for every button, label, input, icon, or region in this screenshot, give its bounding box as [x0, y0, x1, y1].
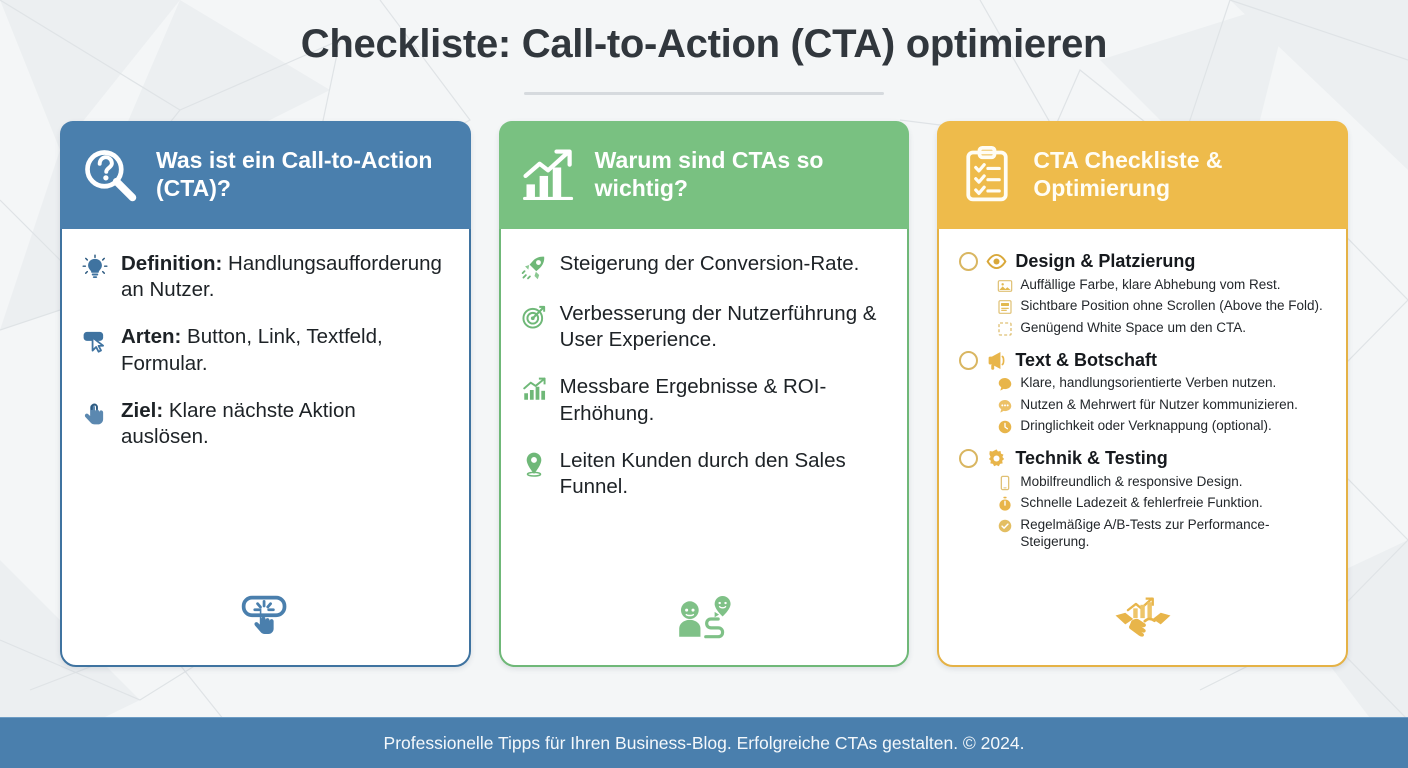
card-importance: Warum sind CTAs so wichtig? Steigerung d…: [498, 121, 910, 667]
list-item-body: Klare nächste Aktion auslösen.: [121, 398, 356, 449]
card-footer-icon-area: [939, 589, 1346, 665]
checklist-section-header: Text & Botschaft: [959, 350, 1326, 371]
card-title: Was ist ein Call-to-Action (CTA)?: [156, 147, 433, 201]
list-item: Ziel: Klare nächste Aktion auslösen.: [82, 398, 449, 450]
tap-hand-icon: [84, 403, 104, 425]
title-divider: [524, 92, 884, 95]
list-item-text: Leiten Kunden durch den Sales Funnel.: [559, 448, 846, 499]
card-title: Warum sind CTAs so wichtig?: [594, 147, 824, 201]
checklist-section: Text & Botschaft Klare, handlungsorienti…: [959, 350, 1326, 436]
checkbox-circle[interactable]: [959, 350, 979, 370]
checklist-subitem: Klare, handlungsorientierte Verben nutze…: [997, 374, 1326, 392]
list-item: Definition: Handlungsaufforderung an Nut…: [82, 251, 449, 303]
checklist-section-title: Technik & Testing: [1015, 448, 1168, 468]
magnifier-question-icon: [85, 150, 137, 202]
checklist-subitem-text: Auffällige Farbe, klare Abhebung vom Res…: [1020, 276, 1281, 292]
card-footer-icon-area: [62, 589, 469, 665]
list-item-body: Button, Link, Textfeld, Formular.: [121, 325, 383, 375]
checklist-subitem: Mobilfreundlich & responsive Design.: [997, 473, 1326, 491]
list-item: Verbesserung der Nutzerführung & User Ex…: [521, 301, 888, 353]
list-item-label: Arten:: [121, 325, 182, 349]
checklist-subitem-text: Regelmäßige A/B-Tests zur Performance-St…: [1020, 516, 1270, 549]
card-body: Definition: Handlungsaufforderung an Nut…: [62, 229, 469, 589]
checkbox-circle[interactable]: [959, 449, 979, 468]
checklist-subitem-text: Schnelle Ladezeit & fehlerfreie Funktion…: [1020, 495, 1263, 510]
footer-text: Professionelle Tipps für Ihren Business-…: [383, 732, 1025, 753]
card-header: Warum sind CTAs so wichtig?: [498, 121, 910, 229]
list-item-label: Definition:: [121, 252, 223, 275]
checklist-subitem: Schnelle Ladezeit & fehlerfreie Funktion…: [997, 494, 1326, 512]
customer-journey-icon: [679, 595, 731, 639]
checklist-subitem-text: Dringlichkeit oder Verknappung (optional…: [1020, 418, 1272, 433]
chat-dots-icon: [999, 399, 1012, 413]
list-item-text: Ziel: Klare nächste Aktion auslösen.: [121, 398, 449, 450]
bar-chart-up-icon: [522, 378, 546, 401]
stopwatch-icon: [999, 496, 1011, 511]
checklist-subitem: Dringlichkeit oder Verknappung (optional…: [997, 417, 1326, 435]
checklist-section-header: Design & Platzierung: [959, 251, 1326, 272]
card-header: CTA Checkliste & Optimierung: [937, 121, 1349, 229]
clock-icon: [999, 420, 1012, 434]
card-header: Was ist ein Call-to-Action (CTA)?: [60, 121, 471, 229]
list-item-text: Verbesserung der Nutzerführung & User Ex…: [559, 302, 877, 352]
list-item: Leiten Kunden durch den Sales Funnel.: [521, 448, 888, 500]
card-footer-icon-area: [501, 589, 908, 665]
list-item-text: Steigerung der Conversion-Rate.: [559, 252, 860, 275]
cards-row: Was ist ein Call-to-Action (CTA)?: [0, 95, 1408, 667]
image-icon: [998, 279, 1013, 292]
card-body: Design & Platzierung Auffällige Farbe, k…: [939, 229, 1346, 589]
clipboard-checklist-icon: [966, 145, 1008, 202]
list-item: Messbare Ergebnisse & ROI-Erhöhung.: [521, 374, 888, 426]
checklist-subitem: Sichtbare Position ohne Scrollen (Above …: [997, 297, 1326, 315]
checklist-subitem-text: Nutzen & Mehrwert für Nutzer kommunizier…: [1020, 396, 1298, 412]
checklist-subitem: Auffällige Farbe, klare Abhebung vom Res…: [997, 276, 1326, 294]
check-circle-icon: [999, 519, 1012, 532]
checkbox-circle[interactable]: [959, 252, 979, 271]
click-button-icon: [242, 595, 287, 635]
footer-bar: Professionelle Tipps für Ihren Business-…: [0, 717, 1408, 768]
checklist-subitem-text: Genügend White Space um den CTA.: [1020, 319, 1246, 335]
card-title: CTA Checkliste & Optimierung: [1033, 147, 1223, 201]
checklist-subitem: Genügend White Space um den CTA.: [997, 319, 1326, 337]
button-cursor-icon: [83, 332, 105, 354]
card-body: Steigerung der Conversion-Rate. Verbesse…: [501, 229, 908, 589]
lightbulb-icon: [82, 254, 108, 279]
list-item-text: Definition: Handlungsaufforderung an Nut…: [121, 251, 449, 303]
megaphone-icon: [988, 351, 1005, 370]
list-item-text: Messbare Ergebnisse & ROI-Erhöhung.: [559, 375, 827, 425]
speech-bubble-icon: [999, 378, 1012, 391]
target-icon: [522, 305, 545, 329]
checklist-subitem: Nutzen & Mehrwert für Nutzer kommunizier…: [997, 396, 1326, 414]
title-area: Checkliste: Call-to-Action (CTA) optimie…: [0, 0, 1408, 95]
gear-icon: [989, 449, 1005, 467]
dashed-box-icon: [998, 321, 1013, 336]
eye-icon: [986, 253, 1007, 270]
checklist-section-title: Text & Botschaft: [1015, 349, 1158, 370]
checklist-subitem: Regelmäßige A/B-Tests zur Performance-St…: [997, 516, 1326, 550]
growth-chart-icon: [522, 149, 573, 201]
list-item-label: Ziel:: [121, 398, 164, 422]
checklist-section: Design & Platzierung Auffällige Farbe, k…: [959, 251, 1326, 337]
checklist-subitem-text: Sichtbare Position ohne Scrollen (Above …: [1020, 298, 1323, 313]
card-checklist: CTA Checkliste & Optimierung Design & Pl…: [937, 121, 1349, 667]
handshake-growth-icon: [1115, 597, 1171, 637]
checklist-subitem-text: Mobilfreundlich & responsive Design.: [1020, 473, 1243, 489]
checklist-section: Technik & Testing Mobilfreundlich & resp…: [959, 448, 1326, 550]
checklist-section-header: Technik & Testing: [959, 448, 1326, 469]
list-item-text: Arten: Button, Link, Textfeld, Formular.: [121, 324, 449, 376]
rocket-icon: [521, 256, 544, 280]
mobile-phone-icon: [1001, 475, 1010, 490]
page-title: Checkliste: Call-to-Action (CTA) optimie…: [300, 22, 1108, 66]
layout-position-icon: [998, 300, 1012, 314]
location-pin-icon: [526, 452, 541, 477]
list-item-body: Handlungsaufforderung an Nutzer.: [121, 252, 442, 302]
card-definition: Was ist ein Call-to-Action (CTA)?: [60, 121, 471, 667]
list-item: Steigerung der Conversion-Rate.: [521, 251, 888, 280]
checklist-section-title: Design & Platzierung: [1015, 251, 1196, 271]
list-item: Arten: Button, Link, Textfeld, Formular.: [82, 324, 449, 376]
checklist-subitem-text: Klare, handlungsorientierte Verben nutze…: [1020, 375, 1277, 390]
